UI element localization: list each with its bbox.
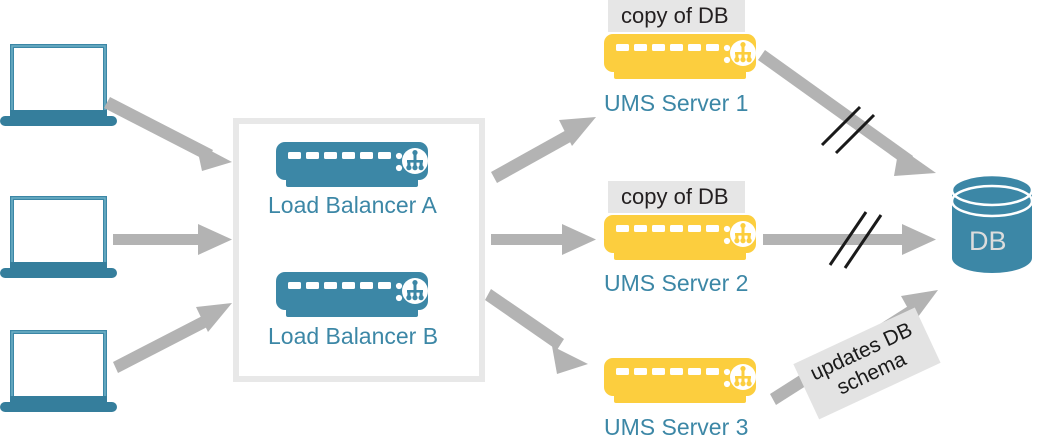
arrow-ums1-to-db [758, 50, 936, 176]
load-balancer-b-icon [276, 272, 428, 317]
ums-server-2-label: UMS Server 2 [604, 270, 749, 296]
client-laptop-2-icon [0, 196, 117, 278]
load-balancer-b-label: Load Balancer B [268, 323, 439, 349]
broken-link-marker-ums2 [828, 211, 883, 269]
ums-server-1-label: UMS Server 1 [604, 90, 749, 116]
arrow-client2-to-loadbalancer [113, 224, 232, 255]
arrow-client3-to-loadbalancer [113, 303, 232, 373]
client-laptop-3-icon [0, 330, 117, 412]
ums-server-3-icon [604, 358, 756, 403]
ums-server-2-copy-of-db-tag: copy of DB [608, 181, 745, 214]
client-laptop-1-icon [0, 44, 117, 126]
ums-server-1-icon [604, 34, 756, 79]
load-balancer-a-label: Load Balancer A [268, 192, 437, 218]
arrow-ums2-to-db [763, 211, 936, 269]
load-balancer-a-icon [276, 142, 428, 187]
ums-server-2-icon [604, 215, 756, 260]
broken-link-marker-ums1 [820, 105, 876, 155]
arrow-loadbalancer-to-ums1 [491, 117, 596, 183]
database-cylinder-icon [950, 173, 1034, 273]
ums-server-3-label: UMS Server 3 [604, 414, 749, 440]
arrow-loadbalancer-to-ums2 [491, 224, 596, 255]
ums-server-1-copy-of-db-tag: copy of DB [608, 0, 745, 33]
load-balancer-group-box [233, 118, 485, 382]
database-label: DB [969, 226, 1007, 256]
arrow-client1-to-loadbalancer [104, 97, 232, 171]
arrow-loadbalancer-to-ums3 [485, 289, 588, 374]
